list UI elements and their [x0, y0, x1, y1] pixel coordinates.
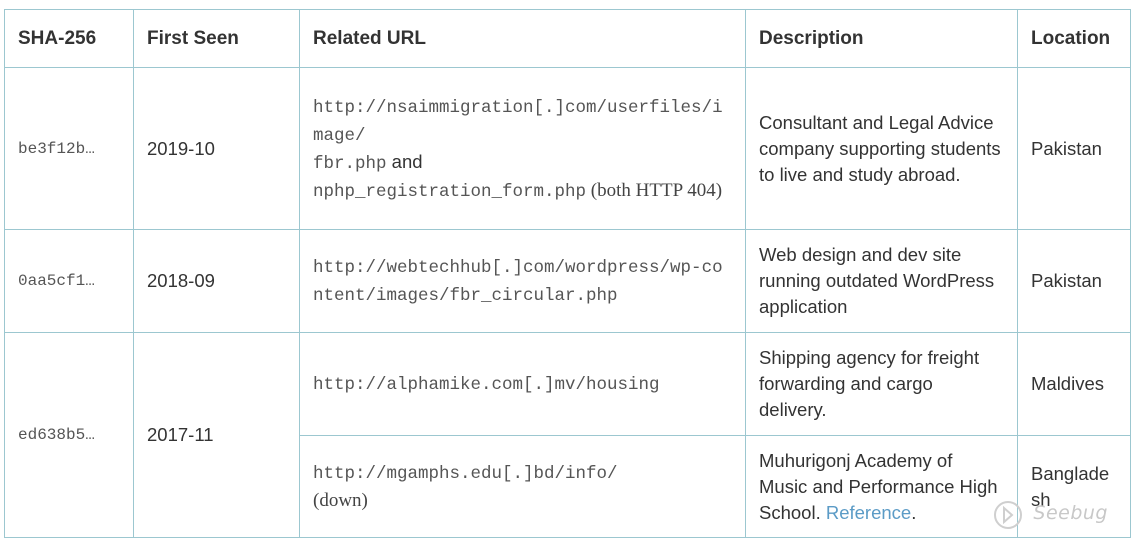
sha-value: ed638b5… [18, 426, 95, 444]
url-text: http://alphamike.com[.]mv/housing [313, 375, 660, 395]
table-row: http://mgamphs.edu[.]bd/info/ (down) Muhu… [5, 435, 1131, 538]
header-description: Description [745, 9, 1018, 68]
sha-value: 0aa5cf1… [18, 272, 95, 290]
url-cell: http://mgamphs.edu[.]bd/info/ (down) [299, 435, 746, 538]
url-text: nphp_registration_form.php [313, 181, 587, 202]
location-cell: Bangladesh [1017, 435, 1131, 538]
table-row: 0aa5cf1… 2018-09 http://webtechhub[.]com… [4, 229, 1131, 333]
url-cell: http://webtechhub[.]com/wordpress/wp-con… [299, 229, 746, 333]
seebug-logo-icon [994, 501, 1022, 529]
sha-cell: ed638b5… [4, 332, 134, 538]
header-related-url: Related URL [299, 9, 746, 68]
connector-text: and [386, 150, 423, 172]
ioc-table: SHA-256 First Seen Related URL Descripti… [4, 9, 1131, 538]
location-cell: Pakistan [1017, 67, 1131, 230]
first-seen-cell: 2019-10 [133, 67, 300, 230]
location-cell: Pakistan [1017, 229, 1131, 333]
description-end: . [911, 501, 917, 523]
url-text: fbr.php [313, 153, 387, 174]
header-location: Location [1017, 9, 1131, 68]
sha-cell: be3f12b… [4, 67, 134, 230]
url-cell: http://alphamike.com[.]mv/housing [299, 332, 746, 436]
description-cell: Web design and dev site running outdated… [745, 229, 1018, 333]
header-first-seen: First Seen [133, 9, 300, 68]
description-cell: Muhurigonj Academy of Music and Performa… [745, 435, 1018, 538]
sha-cell: 0aa5cf1… [4, 229, 134, 333]
description-text: Muhurigonj Academy of Music and Performa… [759, 449, 998, 523]
description-cell: Shipping agency for freight forwarding a… [745, 332, 1018, 436]
first-seen-cell: 2018-09 [133, 229, 300, 333]
url-cell: http://nsaimmigration[.]com/userfiles/im… [299, 67, 746, 230]
url-text: http://nsaimmigration[.]com/userfiles/im… [313, 97, 723, 146]
url-text: http://mgamphs.edu[.]bd/info/ [313, 464, 618, 484]
location-cell: Maldives [1017, 332, 1131, 436]
location-value: Bangladesh [1031, 462, 1110, 510]
reference-link[interactable]: Reference [825, 501, 912, 523]
url-text: http://webtechhub[.]com/wordpress/wp-con… [313, 258, 723, 306]
status-note: (both HTTP 404) [586, 179, 723, 201]
first-seen-cell: 2017-11 [133, 332, 300, 538]
header-row: SHA-256 First Seen Related URL Descripti… [4, 9, 1131, 68]
table-row: be3f12b… 2019-10 http://nsaimmigration[.… [4, 67, 1131, 230]
description-cell: Consultant and Legal Advice company supp… [745, 67, 1018, 230]
sha-value: be3f12b… [18, 139, 95, 158]
header-sha256: SHA-256 [4, 9, 134, 68]
seebug-watermark: Seebug [1033, 502, 1108, 524]
table-row: ed638b5… 2017-11 http://alphamike.com[.]… [4, 332, 1131, 538]
status-note: (down) [313, 490, 368, 511]
